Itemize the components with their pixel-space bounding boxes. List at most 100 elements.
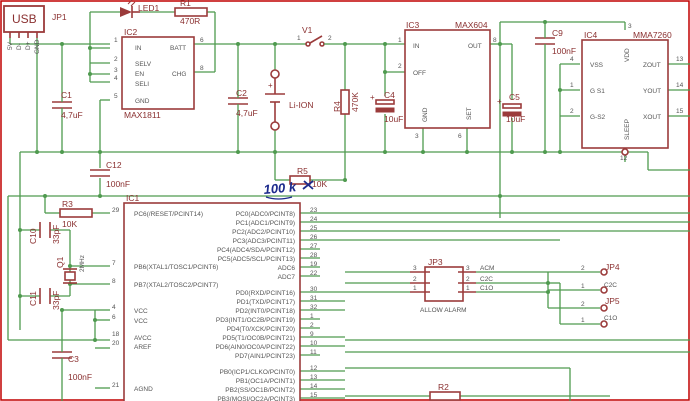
ic1-pin-label: PC0(ADC0/PCINT8) bbox=[236, 211, 295, 218]
ic1-pin-label: PC3(ADC3/PCINT11) bbox=[233, 238, 295, 245]
ic3-pinnum: 1 bbox=[398, 37, 402, 44]
c5-value: 10uF bbox=[506, 114, 525, 124]
jp5-pinnum: 1 bbox=[581, 317, 585, 324]
ic3-name: MAX604 bbox=[455, 20, 488, 30]
ic4-pinnum: 12 bbox=[620, 155, 628, 162]
ic2-pin-in: IN bbox=[135, 45, 142, 52]
usb-pin-5v: 5V bbox=[7, 41, 14, 50]
jp4-pinnum: 2 bbox=[581, 265, 585, 272]
c12-value: 100nF bbox=[106, 179, 130, 189]
ic4-pin-yout: YOUT bbox=[643, 88, 661, 95]
ic1-pin-label: PD0(RXD/PCINT16) bbox=[236, 290, 295, 297]
ic1-pin-number: 7 bbox=[112, 260, 116, 267]
ic2-pin-selv: SELV bbox=[135, 61, 152, 68]
r4-value: 470K bbox=[350, 92, 360, 112]
capacitor-c10: C10 33pF bbox=[28, 222, 61, 244]
r5-ref: R5 bbox=[297, 166, 308, 176]
resistor-r5: R5 10K bbox=[289, 166, 327, 189]
ic4-pinnum: 1 bbox=[570, 82, 574, 89]
jp4-ref: JP4 bbox=[605, 262, 620, 272]
ic1-pin-number: 6 bbox=[112, 314, 116, 321]
ic1-pin-label: PC6(/RESET/PCINT14) bbox=[134, 211, 203, 218]
resistor-r2: R2 bbox=[429, 382, 461, 401]
svg-text:+: + bbox=[268, 81, 273, 90]
capacitor-c4: + C4 10uF bbox=[370, 90, 403, 124]
ic1-pin-number: 24 bbox=[310, 216, 318, 223]
capacitor-c12: C12 100nF bbox=[90, 160, 130, 189]
ic2-max1811: IC2 MAX1811 IN SELV EN SELI GND BATT CHG… bbox=[114, 27, 204, 120]
ic4-mma7260: IC4 MMA7260 VSS G S1 G-S2 ZOUT YOUT XOUT… bbox=[570, 23, 684, 162]
ic3-pin-out: OUT bbox=[468, 43, 482, 50]
ic1-ref: IC1 bbox=[126, 193, 140, 203]
ic1-pin-label: AREF bbox=[134, 344, 151, 351]
junctions bbox=[18, 20, 562, 342]
ic1-pin-number: 18 bbox=[112, 331, 120, 338]
ic1-pin-label: ADC7 bbox=[278, 274, 296, 281]
jp5-net: C1O bbox=[604, 315, 617, 322]
ic1-pin-label: PB7(XTAL2/TOSC2/PCINT7) bbox=[134, 282, 218, 289]
c11-value: 33pF bbox=[51, 291, 61, 310]
ic2-pin-gnd: GND bbox=[135, 98, 150, 105]
annotation-text: 100 k bbox=[263, 179, 297, 197]
jp5-ref: JP5 bbox=[605, 296, 620, 306]
q1-ref: Q1 bbox=[55, 256, 65, 268]
ic3-pinnum: 8 bbox=[493, 37, 497, 44]
resistor-r1: R1 470R bbox=[174, 0, 208, 26]
c11-ref: C11 bbox=[28, 291, 38, 306]
c1-value: 4,7uF bbox=[61, 110, 83, 120]
ic1-pin-label: PB2(SS/OC1B/PCINT2) bbox=[225, 387, 295, 394]
ic1-pin-label: PC4(ADC4/SDA/PCINT12) bbox=[217, 247, 295, 254]
ic1-pin-number: 32 bbox=[310, 304, 318, 311]
jumper-jp5: JP5 C1O 2 1 bbox=[581, 296, 620, 328]
svg-text:+: + bbox=[497, 97, 502, 106]
ic1-pin-label: AVCC bbox=[134, 335, 152, 342]
ic1-pin-number: 12 bbox=[310, 365, 318, 372]
jp3-net-label: C1O bbox=[480, 285, 493, 292]
svg-text:+: + bbox=[370, 93, 375, 102]
c9-value: 100nF bbox=[552, 46, 576, 56]
r3-ref: R3 bbox=[62, 199, 73, 209]
ic1-pin-label: PD3(INT1/OC2B/PCINT19) bbox=[216, 317, 295, 324]
ic1-microcontroller: IC1 29PC6(/RESET/PCINT14)7PB6(XTAL1/TOSC… bbox=[112, 193, 318, 401]
c12-ref: C12 bbox=[106, 160, 122, 170]
ic1-pin-number: 26 bbox=[310, 234, 318, 241]
resistor-r3: R3 10K bbox=[59, 199, 93, 229]
ic1-pin-label: PC2(ADC2/PCINT10) bbox=[232, 229, 295, 236]
c2-ref: C2 bbox=[236, 88, 247, 98]
r2-ref: R2 bbox=[438, 382, 449, 392]
jp3-pinnum: 2 bbox=[413, 276, 417, 283]
ic2-ref: IC2 bbox=[124, 27, 138, 37]
capacitor-c3: C3 100nF bbox=[52, 350, 92, 382]
ic1-pin-label: PD7(AIN1/PCINT23) bbox=[235, 353, 295, 360]
ic4-ref: IC4 bbox=[584, 30, 598, 40]
c1-ref: C1 bbox=[61, 90, 72, 100]
ic1-pin-number: 23 bbox=[310, 207, 318, 214]
handwritten-annotation: 100 k bbox=[263, 179, 314, 200]
jumper-jp3: JP3 ALLOW ALARM 3 2 1 3 2 1 ACM C2C C1O bbox=[410, 257, 494, 314]
ic4-pinnum: 15 bbox=[676, 108, 684, 115]
ic1-pin-number: 4 bbox=[112, 304, 116, 311]
ic1-pin-number: 25 bbox=[310, 225, 318, 232]
ic1-pin-number: 14 bbox=[310, 383, 318, 390]
battery-li-ion: + Li-ION bbox=[265, 69, 314, 131]
ic1-pin-number: 9 bbox=[310, 331, 314, 338]
ic4-pin-zout: ZOUT bbox=[643, 62, 661, 69]
ic2-pinnum: 2 bbox=[114, 56, 118, 63]
usb-label: USB bbox=[12, 12, 37, 26]
capacitor-c1: C1 4,7uF bbox=[52, 90, 83, 120]
capacitor-c9: C9 100nF bbox=[535, 28, 576, 56]
ic1-pin-label: PB0(ICP1/CLKO/PCINT0) bbox=[220, 369, 296, 376]
usb-pin-dminus: D- bbox=[16, 43, 23, 50]
ic2-pin-seli: SELI bbox=[135, 81, 149, 88]
r1-value: 470R bbox=[180, 16, 200, 26]
ic1-pin-label: PB3(MOSI/OC2A/PCINT3) bbox=[217, 396, 295, 401]
ic1-pin-label: VCC bbox=[134, 318, 148, 325]
ic1-left-pins: 29PC6(/RESET/PCINT14)7PB6(XTAL1/TOSC1/PC… bbox=[112, 207, 218, 393]
ic1-pin-label: AGND bbox=[134, 386, 153, 393]
ic3-pin-in: IN bbox=[413, 43, 420, 50]
battery-label: Li-ION bbox=[289, 100, 314, 110]
ic3-pinnum: 3 bbox=[415, 133, 419, 140]
switch-v1: V1 1 2 bbox=[297, 25, 332, 47]
